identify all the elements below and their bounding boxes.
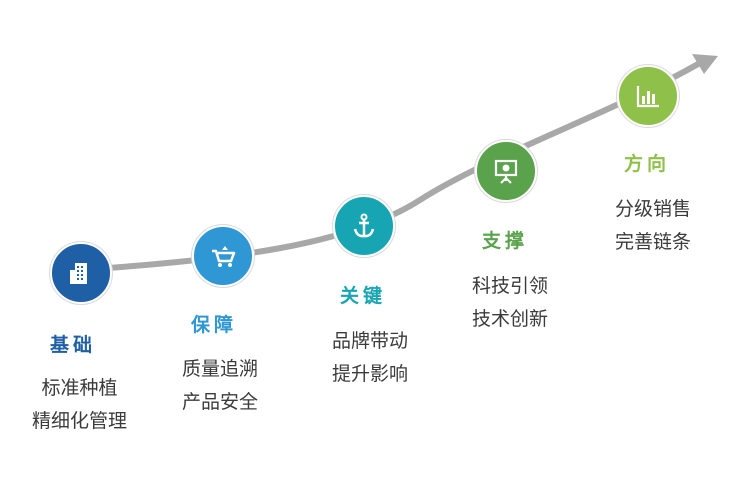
stage-4-line-1: 科技引领 — [471, 275, 548, 297]
stage-2-node — [192, 225, 254, 287]
stage-4-line-2: 技术创新 — [471, 308, 548, 330]
anchor-icon — [353, 213, 375, 238]
stage-5-title: 方向 — [624, 153, 671, 175]
stage-5-line-1: 分级销售 — [614, 198, 691, 220]
stage-5-description: 分级销售 完善链条 — [598, 193, 708, 259]
stage-1-line-1: 标准种植 — [41, 377, 118, 399]
presentation-icon — [494, 159, 518, 184]
stage-3-line-1: 品牌带动 — [331, 330, 408, 352]
stage-1-node — [50, 242, 112, 304]
stage-5-node — [617, 65, 679, 127]
stage-5-line-2: 完善链条 — [614, 231, 691, 253]
stage-2-line-1: 质量追溯 — [181, 358, 258, 380]
stage-2-title: 保障 — [191, 314, 238, 336]
cart-icon — [212, 246, 236, 267]
stage-3-title: 关键 — [340, 285, 387, 307]
stage-3-description: 品牌带动 提升影响 — [315, 325, 425, 391]
stage-3-line-2: 提升影响 — [331, 363, 408, 385]
stage-2-line-2: 产品安全 — [181, 391, 258, 413]
arrow-head-icon — [692, 54, 718, 74]
building-icon — [70, 263, 87, 284]
stage-4-title: 支撑 — [482, 230, 529, 252]
stage-1-line-2: 精细化管理 — [31, 410, 127, 432]
bar-chart-icon — [636, 86, 659, 108]
stage-1-title: 基础 — [50, 334, 97, 356]
stage-4-node — [475, 140, 537, 202]
stage-4-description: 科技引领 技术创新 — [455, 270, 565, 336]
stage-1-description: 标准种植 精细化管理 — [22, 372, 137, 438]
stage-3-node — [333, 195, 395, 257]
stage-2-description: 质量追溯 产品安全 — [165, 353, 275, 419]
